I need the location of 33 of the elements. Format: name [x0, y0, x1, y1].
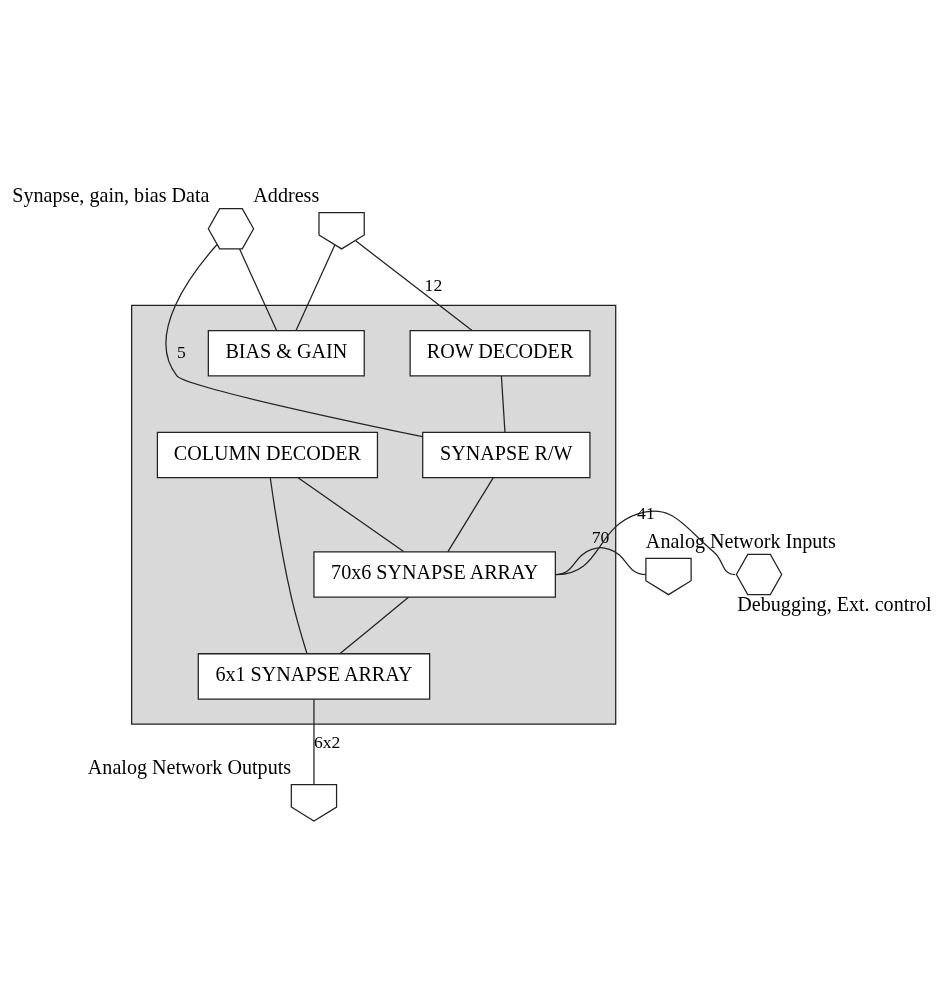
connector: [297, 476, 405, 552]
node-pentagon: [645, 557, 692, 595]
node-label: Debugging, Ext. control: [737, 592, 932, 615]
connector: [165, 243, 423, 437]
connector: [313, 698, 315, 785]
node-box: COLUMN DECODER: [156, 431, 379, 478]
node-box: SYNAPSE R/W: [422, 431, 591, 478]
node-box: 70x6 SYNAPSE ARRAY: [313, 550, 556, 598]
edge-label: 6x2: [313, 731, 341, 752]
connector: [295, 243, 336, 331]
node-label: Address: [253, 183, 320, 206]
connector: [239, 247, 278, 331]
connector: [556, 510, 736, 575]
connector: [355, 239, 473, 331]
connector: [447, 476, 494, 552]
connector: [500, 374, 506, 433]
node-pentagon: [318, 211, 365, 250]
edge-label: 5: [176, 341, 186, 362]
node-pentagon: [290, 783, 338, 822]
cluster: [131, 304, 617, 725]
node-hexagon: [735, 553, 783, 595]
edge-label: 12: [424, 274, 443, 295]
node-box: 6x1 SYNAPSE ARRAY: [197, 652, 431, 700]
node-label: Analog Network Outputs: [87, 755, 292, 778]
edge-label: 70: [591, 526, 610, 547]
node-label: Synapse, gain, bias Data: [12, 183, 210, 206]
connector: [269, 476, 308, 654]
connector: [554, 546, 647, 575]
connector: [339, 596, 410, 654]
node-box: ROW DECODER: [409, 329, 591, 376]
node-box: BIAS & GAIN: [207, 329, 365, 376]
node-label: Analog Network Inputs: [645, 529, 836, 552]
node-hexagon: [207, 207, 255, 249]
